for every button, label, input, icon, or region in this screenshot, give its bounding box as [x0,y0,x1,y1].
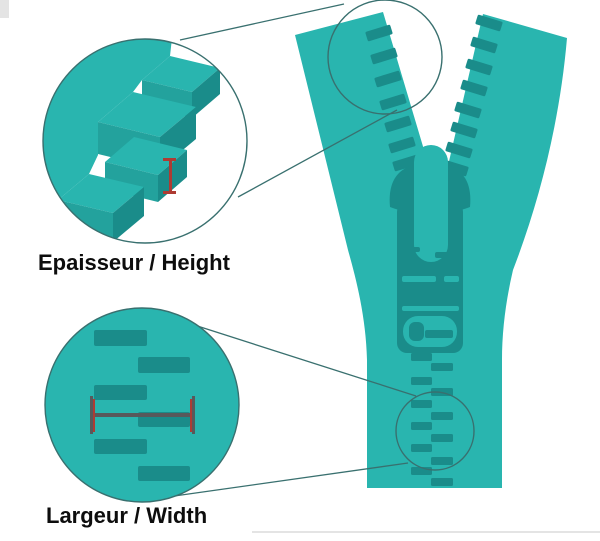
connector-line [162,314,417,397]
zipper-tooth [411,377,432,385]
connector-line [145,462,409,501]
zipper-tooth [392,154,420,172]
zipper-tooth [431,412,453,420]
zipper-tooth [94,439,147,454]
measure-cap [90,396,93,434]
zipper-tooth [374,70,402,88]
tooth-3d-top [105,137,187,175]
zipper-tooth [411,353,432,361]
tooth-3d-side [158,150,187,202]
zipper-tooth [475,14,503,32]
zipper-tooth [388,136,416,154]
zipper-teeth-left [365,24,420,172]
measure-bar [92,413,194,417]
measure-cap-accent [93,399,95,432]
zoom-source-ring-top [327,0,443,115]
zipper-tooth [431,434,453,442]
pull-hole-detail [425,330,453,338]
zipper-tooth [138,466,190,481]
width-measure-line [90,396,195,434]
slider-pull-tab [414,145,448,262]
zoom-source-ring-bottom [395,391,475,471]
scan-artifact-corner [0,0,9,18]
pull-tab-detail [408,247,420,252]
zipper-tooth [441,159,469,177]
callout-width-background [45,308,239,502]
connector-line [237,109,398,198]
slider-stripe [444,276,459,282]
zipper-tooth [384,115,412,133]
zipper-tooth [465,58,493,76]
zipper-tooth [460,79,488,97]
zipper-tooth [431,457,453,465]
zipper-tooth [454,101,482,119]
callout-connectors [145,3,417,501]
callout-height-ring [42,38,248,244]
zipper-tooth [370,47,398,65]
tooth-3d-top [98,92,196,137]
pull-tab-detail [435,252,449,258]
zipper-tooth [445,141,473,159]
measure-cap [163,158,176,161]
zipper-slider [389,145,471,353]
zipper-tooth [470,36,498,54]
zipper-tooth [379,93,407,111]
slider-stripe [402,306,459,311]
tooth-3d-top [58,174,144,213]
zipper-tooth [411,400,432,408]
callout-width-ring [44,307,240,503]
tooth-3d-side [192,68,220,118]
zipper-tooth [138,357,190,373]
measure-cap [192,396,195,434]
zipper-tooth [431,478,453,486]
zipper-tooth [365,24,393,42]
measure-cap-accent [190,399,192,432]
zipper-teeth-closed [411,353,453,486]
width-label: Largeur / Width [46,503,208,528]
pull-hole-detail [409,322,424,341]
slider-stripe [402,276,436,282]
measure-bar [169,160,172,194]
zipper-tooth [94,385,147,400]
zipper-tooth [431,363,453,371]
zipper-tooth [411,422,432,430]
connector-line [179,3,345,41]
height-measure-line [163,158,176,194]
callout-height-circle [42,38,248,244]
height-label: Epaisseur / Height [38,250,230,275]
measure-cap [163,191,176,194]
zipper-teeth-right [441,14,503,177]
zipper-tooth [411,444,432,452]
tooth-3d-top [142,56,220,92]
scan-artifact-baseline [252,531,600,533]
callout-width-circle [44,307,240,503]
tooth-3d-side [113,187,144,242]
zipper-tooth [450,121,478,139]
zipper-tooth [94,330,147,346]
zipper-illustration [295,0,567,488]
